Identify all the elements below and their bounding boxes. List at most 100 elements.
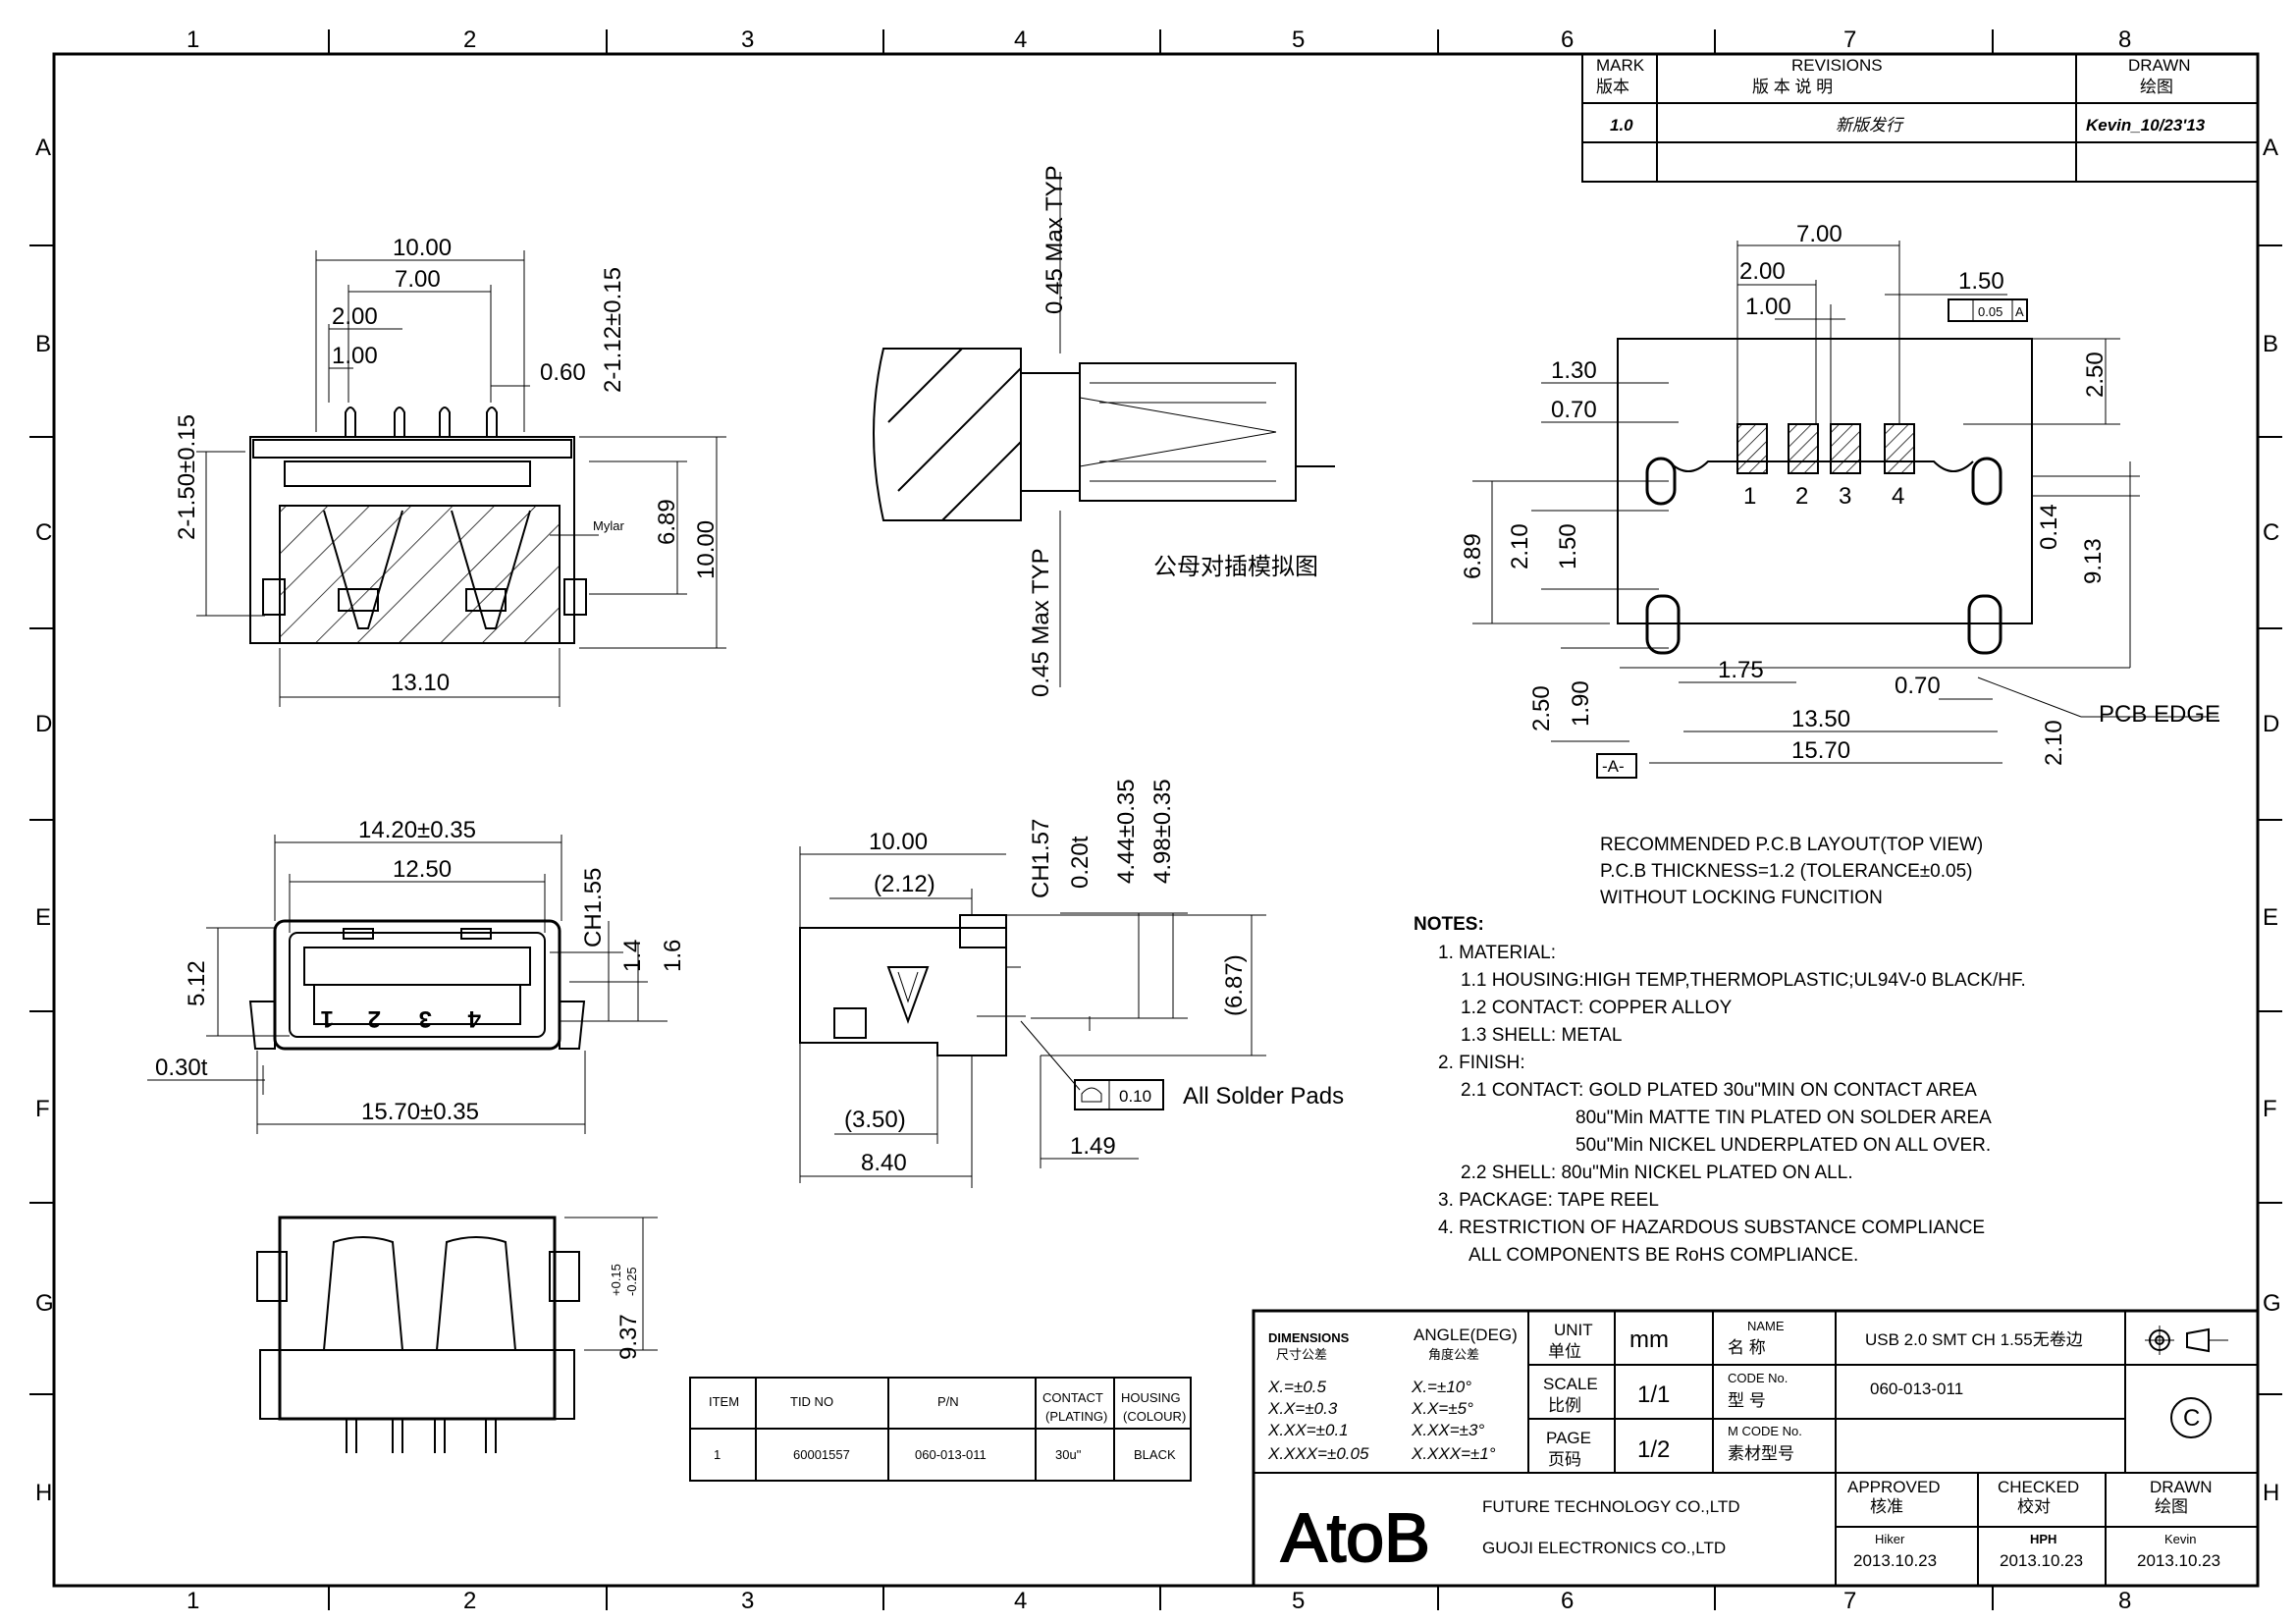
tb-approved-date: 2013.10.23 — [1853, 1551, 1937, 1570]
zone-col-8-bottom: 8 — [2118, 1588, 2131, 1614]
rev-row1-desc: 新版发行 — [1836, 116, 1905, 135]
note-line-5: 2. FINISH: — [1438, 1053, 1525, 1073]
pcb-dim-9-13: 9.13 — [2080, 538, 2107, 584]
tb-rev-symbol: C — [2183, 1405, 2200, 1432]
zone-col-4-bottom: 4 — [1014, 1588, 1027, 1614]
tb-ang-1: X.=±10° — [1411, 1378, 1471, 1396]
pcb-dim-6-89: 6.89 — [1460, 533, 1486, 579]
tb-unit-label-cn: 单位 — [1548, 1342, 1581, 1361]
note-line-7: 80u"Min MATTE TIN PLATED ON SOLDER AREA — [1575, 1108, 1992, 1128]
parts-row-housing: BLACK — [1134, 1447, 1176, 1462]
projection-symbol-icon — [2145, 1326, 2228, 1355]
pcb-dim-1-50-left: 1.50 — [1555, 523, 1581, 569]
pcb-datum-ref: A — [2015, 304, 2024, 319]
rev-row1-drawn: Kevin_10/23'13 — [2086, 116, 2206, 135]
parts-hdr-item: ITEM — [709, 1394, 739, 1409]
tb-code-label-cn: 型 号 — [1728, 1391, 1766, 1410]
tb-dim-header-cn: 尺寸公差 — [1276, 1347, 1327, 1362]
pcb-pad-2 — [1788, 423, 1819, 474]
tb-checked-label: CHECKED — [1998, 1478, 2079, 1496]
pcb-edge-label: PCB EDGE — [2099, 701, 2220, 728]
front-pin-3: 3 — [419, 1005, 432, 1032]
zone-row-a: A — [35, 135, 51, 161]
pcb-pin-1: 1 — [1743, 483, 1756, 510]
front-pin-4: 4 — [467, 1005, 481, 1032]
tb-page-value: 1/2 — [1637, 1436, 1670, 1463]
zone-row-f-right: F — [2263, 1096, 2277, 1122]
company-name-1: FUTURE TECHNOLOGY CO.,LTD — [1482, 1497, 1740, 1516]
pcb-pin-2: 2 — [1795, 483, 1808, 510]
tb-drawn-by: Kevin — [2164, 1532, 2197, 1546]
note-line-9: 2.2 SHELL: 80u"Min NICKEL PLATED ON ALL. — [1461, 1163, 1853, 1183]
pcb-dim-2-10-left: 2.10 — [1507, 523, 1533, 569]
side-view: 10.00 (2.12) CH1.57 0.20t 4.44±0.35 4.98… — [799, 779, 1344, 1188]
zone-col-1-bottom: 1 — [187, 1588, 199, 1614]
tb-scale-label-cn: 比例 — [1548, 1396, 1581, 1415]
tb-mcode-label-cn: 素材型号 — [1728, 1444, 1794, 1463]
pcb-pad-4 — [1884, 423, 1915, 474]
top-dim-6-89: 6.89 — [654, 499, 680, 545]
tb-angle-header-cn: 角度公差 — [1428, 1347, 1479, 1362]
zone-col-6: 6 — [1561, 27, 1574, 53]
top-view: 10.00 7.00 2.00 1.00 0.60 2-1.12±0.15 2-… — [174, 235, 726, 707]
mylar-label: Mylar — [593, 518, 624, 533]
zone-col-3: 3 — [741, 27, 754, 53]
pcb-dim-1-30: 1.30 — [1551, 357, 1597, 384]
pcb-tolerance: 0.05 — [1978, 304, 2002, 319]
rev-circle-icon — [2170, 1397, 2212, 1438]
front-dim-ch1-55: CH1.55 — [580, 868, 607, 947]
pcb-dim-15-70: 15.70 — [1791, 737, 1850, 764]
pcb-dim-1-90: 1.90 — [1568, 680, 1594, 727]
pcb-note-2: P.C.B THICKNESS=1.2 (TOLERANCE±0.05) — [1600, 861, 1973, 882]
tb-unit-label: UNIT — [1554, 1321, 1593, 1339]
tb-checked-date: 2013.10.23 — [2000, 1551, 2083, 1570]
front-dim-1-4: 1.4 — [619, 940, 646, 972]
tb-tol-2: X.X=±0.3 — [1267, 1399, 1338, 1418]
front-dim-5-12: 5.12 — [184, 960, 210, 1006]
zone-row-c-right: C — [2263, 519, 2279, 546]
pcb-pad-3 — [1830, 423, 1861, 474]
zone-col-3-bottom: 3 — [741, 1588, 754, 1614]
tb-ang-4: X.XXX=±1° — [1411, 1444, 1496, 1463]
pcb-layout: 1 2 3 4 7.00 2.00 1.00 1.50 0.05 A 1.30 … — [1460, 221, 2220, 779]
tb-scale-value: 1/1 — [1637, 1381, 1670, 1408]
pcb-dim-2-50-right: 2.50 — [2082, 352, 2109, 398]
tb-name-label-cn: 名 称 — [1728, 1338, 1766, 1357]
pcb-pad-1 — [1736, 423, 1768, 474]
pcb-dim-1: 1.00 — [1745, 294, 1791, 320]
zone-col-2: 2 — [463, 27, 476, 53]
side-dim-8-40: 8.40 — [861, 1150, 907, 1176]
note-line-3: 1.2 CONTACT: COPPER ALLOY — [1461, 998, 1733, 1018]
top-dim-0-60: 0.60 — [540, 359, 586, 386]
tb-angle-header: ANGLE(DEG) — [1414, 1326, 1518, 1344]
zone-col-5: 5 — [1292, 27, 1305, 53]
tb-drawn-label: DRAWN — [2150, 1478, 2213, 1496]
side-dim-0-20t: 0.20t — [1067, 836, 1094, 889]
top-dim-tab: 2-1.50±0.15 — [174, 414, 200, 540]
zone-row-e: E — [35, 904, 51, 931]
revisions-table: MARK 版本 REVISIONS 版 本 说 明 DRAWN 绘图 1.0 新… — [1581, 53, 2259, 183]
zone-row-a-right: A — [2263, 135, 2278, 161]
note-line-6: 2.1 CONTACT: GOLD PLATED 30u"MIN ON CONT… — [1461, 1080, 1977, 1101]
zone-row-d-right: D — [2263, 711, 2279, 737]
bottom-view: 9.37 +0.15 -0.25 — [256, 1216, 658, 1453]
notes-title: NOTES: — [1414, 914, 1484, 935]
zone-col-4: 4 — [1014, 27, 1027, 53]
tb-tol-4: X.XXX=±0.05 — [1267, 1444, 1369, 1463]
rev-mark-header-cn: 版本 — [1596, 78, 1629, 96]
tb-page-label-cn: 页码 — [1548, 1450, 1581, 1469]
zone-row-b: B — [35, 331, 51, 357]
side-flatness: 0.10 — [1119, 1087, 1151, 1106]
tb-ang-2: X.X=±5° — [1411, 1399, 1473, 1418]
tb-checked-by: HPH — [2030, 1532, 2056, 1546]
tb-approved-label-cn: 核准 — [1870, 1497, 1903, 1516]
border-frame: 1 2 3 4 5 6 7 8 1 2 3 4 5 6 7 8 A B C D … — [29, 27, 2282, 1614]
parts-hdr-pn: P/N — [937, 1394, 959, 1409]
pcb-layout-notes: RECOMMENDED P.C.B LAYOUT(TOP VIEW) P.C.B… — [1600, 835, 1983, 908]
rev-row1-mark: 1.0 — [1610, 116, 1633, 135]
tb-approved-by: Hiker — [1875, 1532, 1905, 1546]
parts-row-contact: 30u" — [1055, 1447, 1082, 1462]
pcb-dim-0-70-left: 0.70 — [1551, 397, 1597, 423]
parts-row-pn: 060-013-011 — [915, 1447, 987, 1462]
note-line-1: 1. MATERIAL: — [1438, 943, 1556, 963]
